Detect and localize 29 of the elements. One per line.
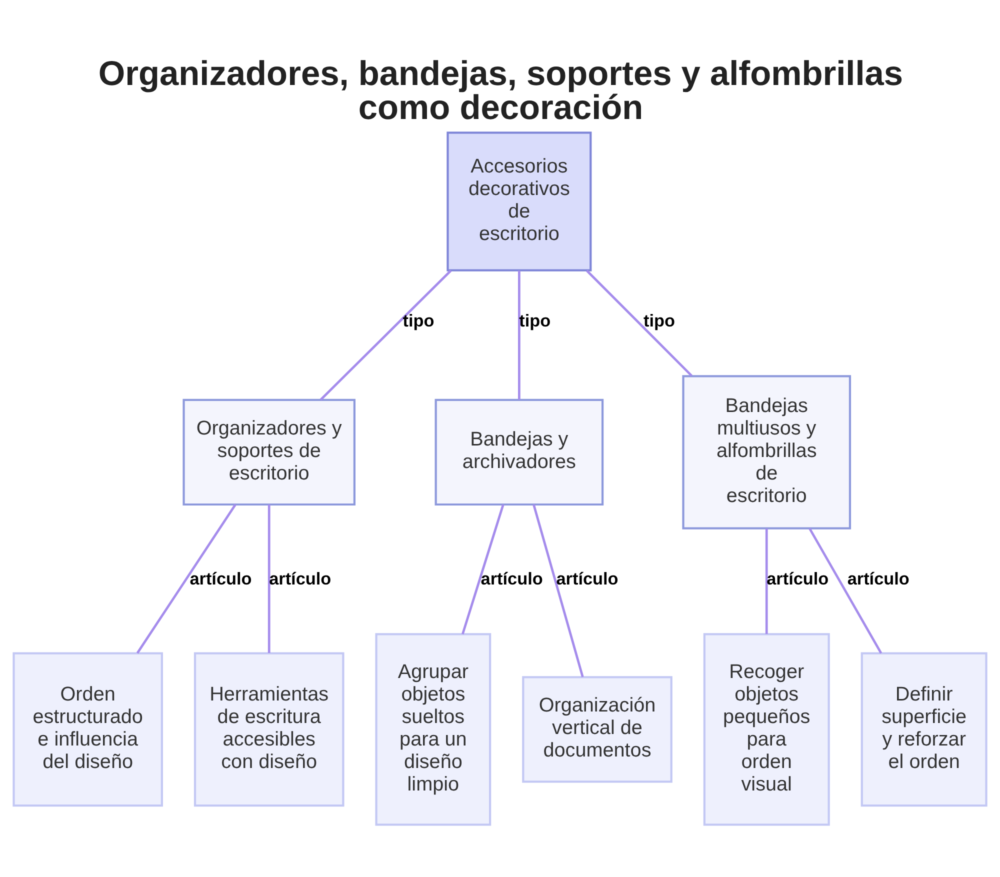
edge-label: tipo	[644, 310, 676, 330]
node-box: Herramientas de escritura accesibles con diseño	[194, 652, 344, 806]
edge-label: artículo	[190, 568, 252, 588]
edge-label: tipo	[519, 310, 551, 330]
node-box: Accesorios decorativos de escritorio	[446, 131, 592, 271]
edge-label: artículo	[556, 568, 618, 588]
connector	[136, 503, 236, 654]
diagram-title: Organizadores, bandejas, soportes y alfombrillas como decoración	[98, 54, 904, 127]
connector	[532, 504, 584, 677]
node-box: Definir superficie y reforzar el orden	[860, 652, 988, 806]
connector	[765, 528, 768, 634]
edge-label: artículo	[480, 568, 543, 588]
node-box: Organizadores y soportes de escritorio	[182, 398, 356, 506]
node-box: Bandejas multiusos y alfombrillas de escritorio	[682, 374, 852, 529]
node-box: Orden estructurado e influencia del diseño	[12, 652, 163, 806]
connector	[586, 269, 693, 376]
connector	[320, 269, 452, 400]
connector	[462, 504, 504, 634]
edge-label: tipo	[402, 310, 434, 330]
node-box: Agrupar objetos sueltos para un diseño limpio	[375, 632, 492, 826]
edge-label: artículo	[847, 568, 910, 588]
connector	[808, 527, 882, 654]
edge-label: artículo	[269, 568, 332, 588]
node-box: Recoger objetos pequeños para orden visual	[703, 632, 830, 826]
node-box: Bandejas y archivadores	[434, 398, 604, 506]
edge-label: artículo	[766, 568, 829, 588]
connector	[518, 270, 520, 400]
connector	[268, 504, 270, 653]
node-box: Organización vertical de documentos	[522, 676, 672, 782]
